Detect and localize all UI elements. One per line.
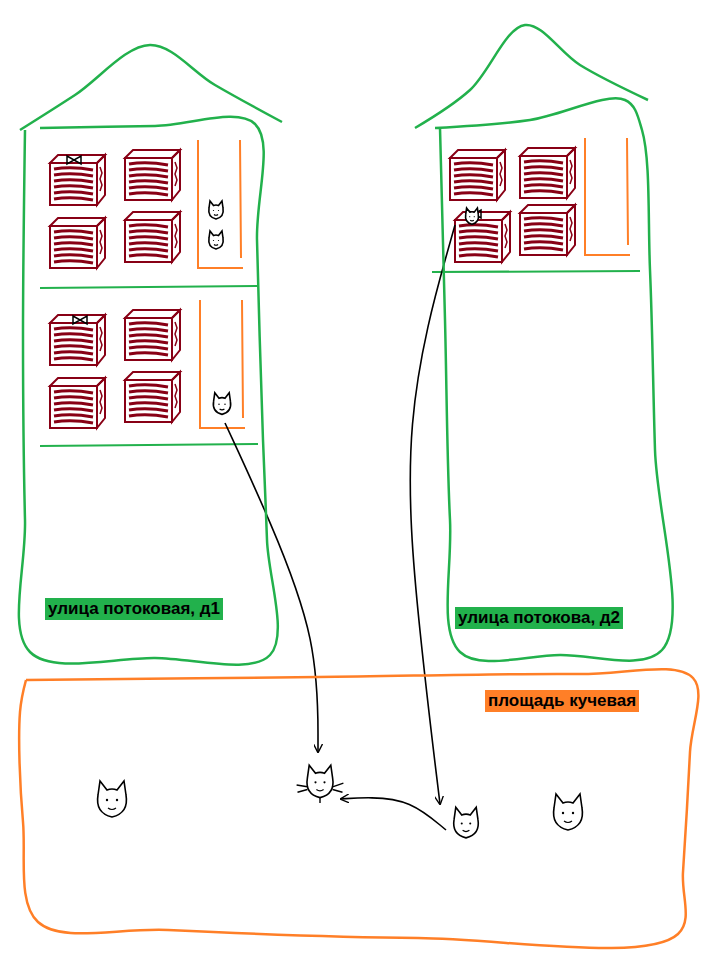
window — [450, 150, 505, 200]
outline-stroke — [415, 25, 648, 128]
window — [125, 310, 180, 360]
floor-line — [40, 444, 258, 446]
window — [455, 212, 510, 262]
cat — [209, 231, 223, 249]
house: улица потоковая, д1 — [15, 40, 285, 665]
window — [520, 148, 575, 198]
place-label: площадь кучевая — [485, 690, 639, 712]
square-area: площадь кучевая — [18, 672, 700, 944]
cat — [213, 393, 230, 415]
outline — [15, 40, 285, 665]
arrow — [410, 225, 455, 804]
cat — [297, 765, 344, 803]
window — [125, 150, 180, 200]
outline-stroke — [435, 98, 673, 661]
cat-arrow — [341, 798, 446, 830]
cat — [465, 208, 478, 224]
window — [125, 212, 180, 262]
floor-line — [432, 271, 640, 272]
bow — [67, 156, 81, 164]
cat — [209, 201, 223, 219]
outline — [410, 20, 665, 660]
stairwell — [200, 300, 245, 428]
cat — [98, 781, 127, 817]
outline — [18, 672, 700, 944]
house: улица потокова, д2 — [410, 20, 665, 660]
window — [50, 315, 105, 365]
place-label: улица потокова, д2 — [455, 607, 623, 629]
arrow — [225, 423, 318, 752]
bow — [73, 316, 87, 324]
outline-stroke — [19, 669, 698, 948]
window — [50, 378, 105, 428]
window — [125, 372, 180, 422]
outline-stroke — [19, 117, 278, 665]
cat — [554, 794, 583, 830]
place-label: улица потоковая, д1 — [45, 598, 223, 620]
window — [520, 205, 575, 255]
window — [50, 218, 105, 268]
floor-line — [40, 286, 258, 288]
window — [50, 155, 105, 205]
cat — [454, 807, 479, 838]
stairwell — [198, 140, 243, 268]
stairwell — [585, 138, 630, 255]
